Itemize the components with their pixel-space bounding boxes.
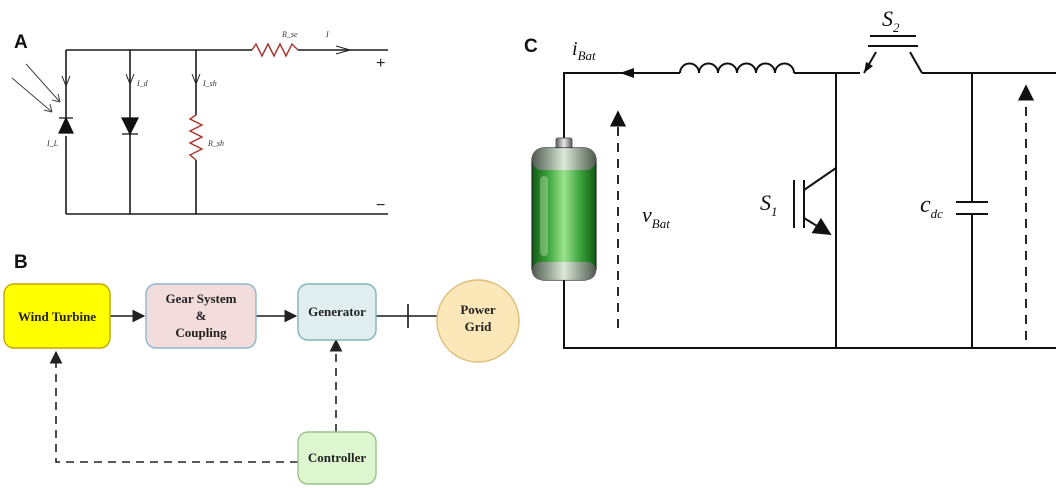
diode-icon bbox=[121, 117, 139, 136]
current-arrow-icon bbox=[620, 68, 634, 78]
label-il: I_L bbox=[46, 139, 59, 148]
shunt-branch: I_sh R_sh bbox=[188, 50, 224, 214]
panel-a-pv-circuit: A I_L I_d I_sh bbox=[11, 30, 388, 215]
gear-system-block: Gear System & Coupling bbox=[145, 283, 257, 349]
power-grid-block: Power Grid bbox=[436, 279, 520, 363]
current-source-branch: I_L bbox=[11, 50, 74, 214]
c-dc-label: cdc bbox=[920, 192, 943, 221]
gear-label-line3: Coupling bbox=[175, 325, 227, 340]
label-id: I_d bbox=[136, 79, 149, 88]
bottom-rail-c bbox=[563, 280, 1056, 349]
grid-label-line1: Power bbox=[460, 302, 496, 317]
v-bat-label: vBat bbox=[642, 202, 670, 231]
battery-icon bbox=[531, 137, 597, 281]
panel-b-label: B bbox=[14, 252, 28, 273]
label-rsh: R_sh bbox=[207, 139, 224, 148]
down-arrow-icon bbox=[125, 73, 135, 85]
light-rays-icon bbox=[11, 63, 61, 113]
photodiode-icon bbox=[58, 116, 74, 134]
gear-label-line1: Gear System bbox=[166, 291, 237, 306]
minus-terminal: − bbox=[376, 197, 385, 214]
panel-c-label: C bbox=[524, 36, 538, 57]
diode-branch: I_d bbox=[121, 50, 149, 214]
i-bat-label: iBat bbox=[572, 38, 596, 63]
s1-label: S1 bbox=[760, 190, 778, 219]
battery-positive-wire bbox=[563, 72, 680, 148]
s2-switch-icon bbox=[863, 35, 923, 74]
label-rse: R_se bbox=[281, 30, 298, 39]
s1-switch-icon bbox=[793, 167, 837, 235]
up-arrow-icon bbox=[61, 75, 71, 87]
label-ish: I_sh bbox=[202, 79, 217, 88]
generator-block: Generator bbox=[297, 283, 377, 341]
wind-turbine-label: Wind Turbine bbox=[18, 309, 96, 324]
grid-label-line2: Grid bbox=[465, 319, 492, 334]
controller-block: Controller bbox=[297, 431, 377, 485]
label-i: I bbox=[325, 30, 329, 39]
plus-terminal: + bbox=[376, 55, 385, 72]
capacitor-icon bbox=[956, 201, 988, 215]
down-arrow-icon bbox=[191, 73, 201, 85]
controller-to-turbine-dashed bbox=[49, 350, 298, 463]
gear-label-line2: & bbox=[196, 308, 207, 323]
panel-a-label: A bbox=[14, 32, 28, 53]
panel-b-block-diagram: B Wind Turbine Gear System & Coupling Ge… bbox=[3, 252, 520, 485]
right-arrow-icon bbox=[335, 45, 351, 55]
shunt-resistor-icon bbox=[188, 114, 204, 161]
generator-label: Generator bbox=[308, 304, 366, 319]
panel-c-boost-converter: C iBat vBat S1 bbox=[524, 6, 1056, 349]
series-resistor-icon bbox=[251, 42, 299, 58]
controller-label: Controller bbox=[308, 450, 366, 465]
wind-turbine-block: Wind Turbine bbox=[3, 283, 111, 349]
s2-label: S2 bbox=[882, 6, 900, 35]
inductor-icon bbox=[679, 62, 795, 74]
